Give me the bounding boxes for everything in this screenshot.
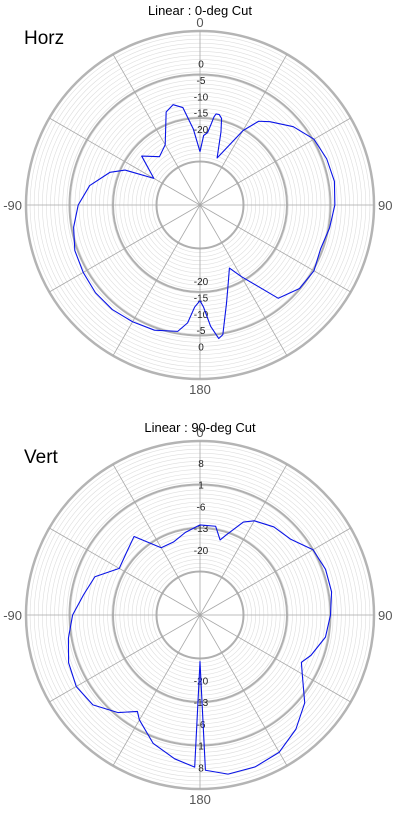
panel-tag: Horz	[24, 28, 65, 49]
spoke-line	[112, 464, 201, 616]
radial-tick-label: -13	[194, 524, 209, 535]
spoke-line	[199, 614, 288, 766]
spoke-line	[199, 464, 288, 616]
chart-title: Linear : 90-deg Cut	[144, 420, 256, 435]
radial-tick-label: -15	[194, 109, 209, 120]
spoke-line	[112, 54, 201, 206]
radial-tick-label: 8	[198, 459, 204, 470]
angle-label: 90	[378, 608, 392, 623]
radial-tick-label: -6	[197, 720, 206, 731]
radial-tick-label: -5	[197, 76, 206, 87]
spoke-line	[49, 614, 201, 703]
radial-tick-label: -20	[194, 546, 209, 557]
angle-label: -90	[3, 608, 22, 623]
spoke-line	[199, 117, 351, 206]
angle-label: 180	[189, 792, 211, 807]
radial-tick-label: -10	[194, 310, 209, 321]
panel-tag: Vert	[24, 447, 58, 468]
polar-chart-vert: Linear : 90-deg Cut Vert 0 90 180 -90 8 1 -6 -1…	[0, 410, 400, 820]
angle-label: 90	[378, 198, 392, 213]
angle-label: 0	[196, 15, 203, 30]
spoke-line	[199, 614, 351, 703]
radial-tick-label: 1	[198, 742, 204, 753]
polar-chart-horz: Linear : 0-deg Cut Horz 0 90 180 -90 0 -5 -10 -…	[3, 3, 392, 397]
radial-tick-label: -20	[194, 277, 209, 288]
radial-tick-label: 8	[198, 763, 204, 774]
series-line	[73, 104, 336, 340]
angle-label: -90	[3, 198, 22, 213]
spoke-line	[199, 527, 351, 616]
spoke-line	[112, 204, 201, 356]
radial-tick-label: -6	[197, 502, 206, 513]
radial-tick-label: 1	[198, 481, 204, 492]
radial-tick-label: -5	[197, 326, 206, 337]
spoke-line	[112, 614, 201, 766]
radial-tick-label: 0	[198, 60, 204, 71]
chart-title: Linear : 0-deg Cut	[147, 3, 253, 18]
angle-label: 180	[189, 382, 211, 397]
radial-tick-label: -13	[194, 698, 209, 709]
radial-tick-label: -10	[194, 92, 209, 103]
spoke-line	[199, 204, 288, 356]
spoke-line	[199, 204, 351, 293]
series-line	[67, 520, 333, 775]
radial-tick-label: 0	[198, 342, 204, 353]
polar-plot: 0 90 180 -90 0 -5 -10 -15 -20 -20 -15 -10 -5 0	[3, 15, 392, 397]
spoke-line	[49, 527, 201, 616]
angle-label: 0	[196, 425, 203, 440]
spoke-line	[49, 117, 201, 206]
radial-tick-label: -15	[194, 293, 209, 304]
spoke-line	[49, 204, 201, 293]
radial-tick-label: -20	[194, 125, 209, 136]
